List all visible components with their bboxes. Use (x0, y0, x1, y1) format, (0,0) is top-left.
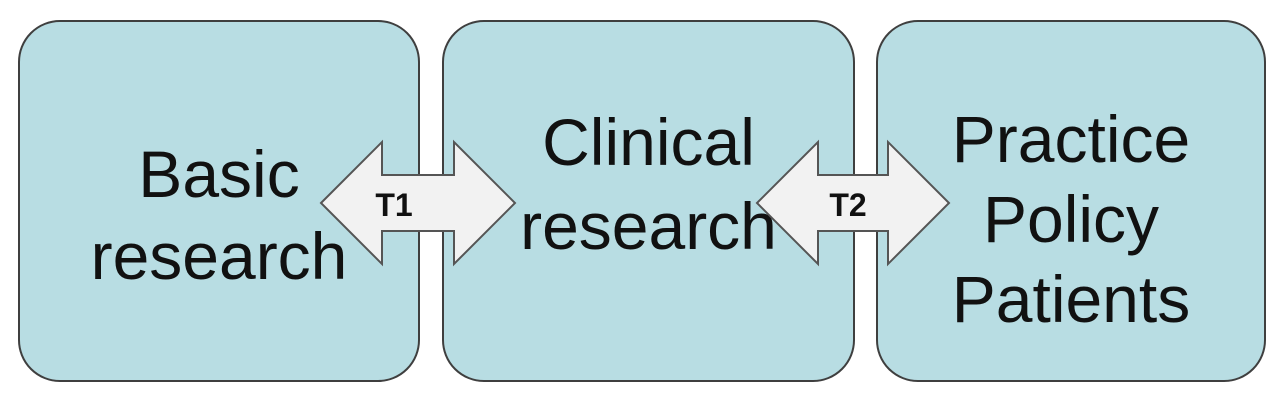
stage-label-line: Policy (982, 182, 1160, 256)
double-arrow-t2 (755, 139, 951, 267)
transition-label-t1: T1 (375, 187, 413, 223)
stage-label-basic-research: Basic research (18, 140, 420, 290)
stage-label-line: Basic (138, 137, 300, 211)
stage-label-line: Clinical (542, 105, 755, 179)
stage-label-line: research (90, 219, 348, 293)
stage-label-clinical-research: Clinical research (442, 108, 855, 260)
stage-label-line: research (520, 189, 777, 263)
stage-label-line: Practice (951, 102, 1191, 176)
stage-label-practice-policy-patients: Practice Policy Patients (876, 105, 1266, 333)
stage-label-line: Patients (951, 262, 1191, 336)
double-arrow-t1 (319, 139, 517, 267)
transition-label-t2: T2 (829, 187, 867, 223)
